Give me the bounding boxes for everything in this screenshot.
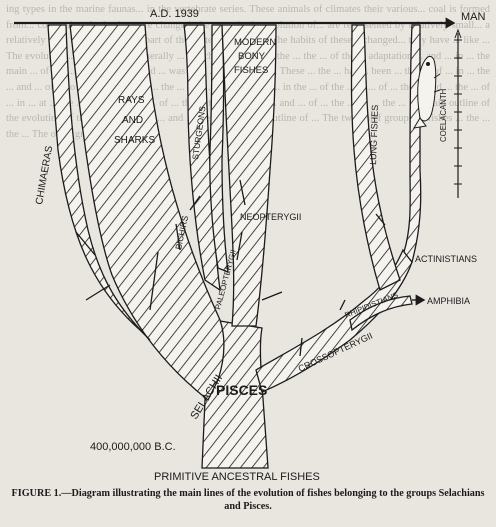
coelacanth-label: COELACANTH bbox=[439, 89, 448, 142]
fishes-label: FISHES bbox=[234, 65, 268, 76]
amphibia-label: AMPHIBIA bbox=[427, 296, 470, 306]
date-top-label: A.D. 1939 bbox=[150, 8, 199, 20]
neopterygii-label: NEOPTERYGII bbox=[240, 212, 301, 222]
actinistians-label: ACTINISTIANS bbox=[415, 254, 477, 264]
modern-label: MODERN bbox=[234, 37, 276, 48]
date-bottom-label: 400,000,000 B.C. bbox=[90, 441, 176, 453]
and-label: AND bbox=[122, 115, 143, 126]
figure-label: FIGURE 1. bbox=[11, 488, 62, 499]
chimaeras-label: CHIMAERAS bbox=[34, 145, 55, 206]
lung-fishes-label: LUNG FISHES bbox=[368, 105, 380, 165]
man-label: MAN bbox=[461, 11, 486, 23]
sharks-label: SHARKS bbox=[114, 135, 155, 146]
bony-label: BONY bbox=[238, 51, 266, 62]
actinistians-branch bbox=[403, 24, 422, 264]
rhipidistians-branch bbox=[349, 295, 413, 332]
evolution-diagram: A.D. 1939 MAN CHIMAERAS RAYS AND SHARKS … bbox=[14, 8, 486, 483]
selachii-branch bbox=[69, 24, 225, 402]
caption-text: —Diagram illustrating the main lines of … bbox=[61, 488, 485, 512]
extinct-twigs bbox=[75, 179, 386, 357]
lung-fishes-branch bbox=[350, 24, 401, 291]
figure-caption: FIGURE 1.—Diagram illustrating the main … bbox=[8, 487, 488, 513]
time-scale-bar bbox=[454, 28, 462, 198]
coelacanth-illustration bbox=[413, 56, 441, 129]
neopterygii-branch bbox=[221, 24, 277, 327]
pisces-label: PISCES bbox=[216, 382, 267, 398]
rays-label: RAYS bbox=[118, 95, 145, 106]
root-label: PRIMITIVE ANCESTRAL FISHES bbox=[154, 471, 320, 483]
